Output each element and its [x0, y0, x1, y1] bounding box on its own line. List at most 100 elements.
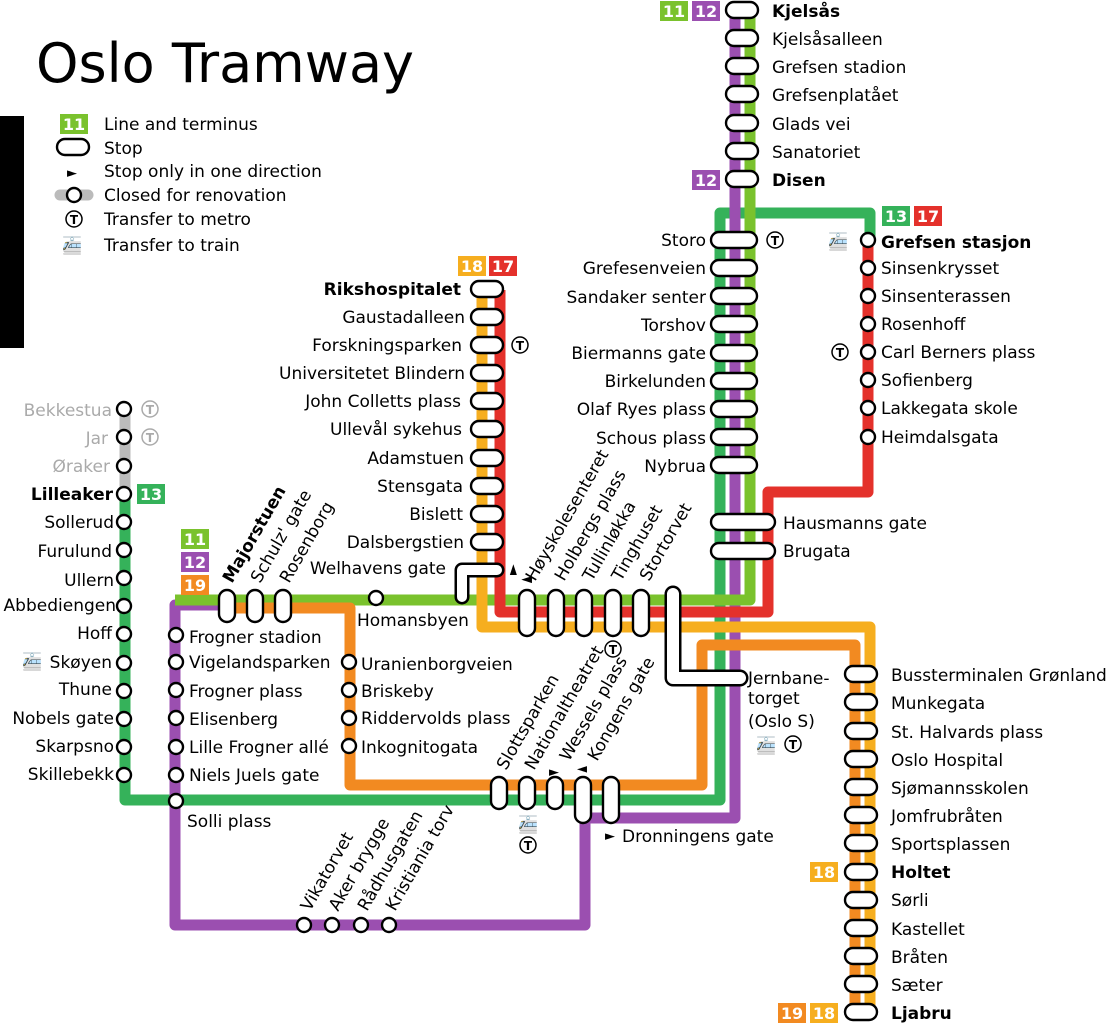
- stop-kjelsas[interactable]: [724, 0, 760, 20]
- stop-sanatoriet[interactable]: [724, 141, 760, 161]
- stop-kastellet[interactable]: [843, 918, 879, 938]
- stop-thune[interactable]: [115, 682, 133, 700]
- stop-lille-frogner[interactable]: [167, 738, 185, 756]
- stop-ullern[interactable]: [115, 569, 133, 587]
- stop-saeter[interactable]: [843, 974, 879, 994]
- stop-nobels[interactable]: [115, 710, 133, 728]
- stop-sportsplassen[interactable]: [843, 833, 879, 853]
- stop-storo[interactable]: [709, 230, 759, 250]
- stop-rahusgaten[interactable]: [352, 916, 370, 934]
- stop-lilleaker[interactable]: [115, 485, 133, 503]
- stop-carl-berners[interactable]: [859, 343, 877, 361]
- stop-frogner-stadion[interactable]: [167, 626, 185, 644]
- badge-majorstuen-12: [181, 552, 209, 572]
- stop-sinsenkrysset[interactable]: [859, 259, 877, 277]
- stop-briskeby[interactable]: [340, 681, 358, 699]
- label-forskningsparken: Forskningsparken: [312, 336, 462, 356]
- stop-sandaker[interactable]: [709, 286, 759, 306]
- stop-torshov[interactable]: [709, 314, 759, 334]
- stop-hausmanns[interactable]: [709, 512, 777, 532]
- stop-dalsbergstien[interactable]: [469, 532, 505, 552]
- stop-stortorvet[interactable]: [631, 588, 651, 638]
- stop-birkelunden[interactable]: [709, 371, 759, 391]
- stop-munkegata[interactable]: [843, 692, 879, 712]
- stop-vigelandsparken[interactable]: [167, 653, 185, 671]
- stop-rosenhoff[interactable]: [859, 315, 877, 333]
- label-hausmanns: Hausmanns gate: [783, 514, 927, 534]
- stop-nationaltheatret[interactable]: [517, 775, 537, 811]
- stop-st-halvards[interactable]: [843, 721, 879, 741]
- stop-rosenborg[interactable]: [273, 588, 293, 624]
- label-inkognitogata: Inkognitogata: [361, 738, 478, 758]
- stop-sollerud[interactable]: [115, 513, 133, 531]
- stop-solli[interactable]: [167, 792, 185, 810]
- stop-ljabru[interactable]: [843, 1002, 879, 1022]
- stop-vikatorvet[interactable]: [295, 916, 313, 934]
- stop-john-colletts[interactable]: [469, 391, 505, 411]
- stop-disen[interactable]: [724, 169, 760, 189]
- stop-braten[interactable]: [843, 946, 879, 966]
- stop-heimdalsgata[interactable]: [859, 428, 877, 446]
- stop-blindern[interactable]: [469, 363, 505, 383]
- stop-holtet[interactable]: [843, 862, 879, 882]
- stop-dronningens[interactable]: [601, 775, 621, 825]
- stop-majorstuen[interactable]: [217, 588, 237, 624]
- stop-hoyskolesenteret[interactable]: [517, 588, 537, 638]
- stop-nybrua[interactable]: [709, 455, 759, 475]
- stop-holbergs[interactable]: [546, 588, 566, 638]
- label-adamstuen: Adamstuen: [367, 449, 464, 469]
- metro-icon-bekkestua-letter: T: [146, 403, 155, 417]
- stop-elisenberg[interactable]: [167, 709, 185, 727]
- stop-kongens[interactable]: [573, 775, 593, 825]
- stop-schous[interactable]: [709, 427, 759, 447]
- stop-grefsenplataet[interactable]: [724, 84, 760, 104]
- stop-grefsen-stasjon[interactable]: [859, 231, 877, 249]
- stop-niels-juels[interactable]: [167, 766, 185, 784]
- stop-abbediengen[interactable]: [115, 597, 133, 615]
- stop-tullinlokka[interactable]: [574, 588, 594, 638]
- stop-bislett[interactable]: [469, 504, 505, 524]
- stop-brugata[interactable]: [709, 541, 777, 561]
- stop-sofienberg[interactable]: [859, 371, 877, 389]
- stop-sorli[interactable]: [843, 890, 879, 910]
- stop-jomfrubraten[interactable]: [843, 805, 879, 825]
- stop-bussterminalen[interactable]: [843, 664, 879, 684]
- stop-skoyen[interactable]: [115, 654, 133, 672]
- stop-olaf-ryes[interactable]: [709, 399, 759, 419]
- stop-sinsenterassen[interactable]: [859, 287, 877, 305]
- stop-schulz[interactable]: [245, 588, 265, 624]
- legend-oneway-icon: ►: [67, 166, 77, 181]
- stop-biermanns[interactable]: [709, 343, 759, 363]
- stop-stensgata[interactable]: [469, 476, 505, 496]
- stop-glads-vei[interactable]: [724, 113, 760, 133]
- stop-riddervolds[interactable]: [340, 709, 358, 727]
- stop-furulund[interactable]: [115, 541, 133, 559]
- stop-rikshospitalet[interactable]: [469, 279, 505, 299]
- stop-frogner-plass[interactable]: [167, 681, 185, 699]
- stop-bekkestua[interactable]: [115, 400, 133, 418]
- stop-oraker[interactable]: [115, 457, 133, 475]
- stop-skarpsno[interactable]: [115, 738, 133, 756]
- stop-oslo-hospital[interactable]: [843, 749, 879, 769]
- stop-lakkegata[interactable]: [859, 399, 877, 417]
- stop-skillebekk[interactable]: [115, 766, 133, 784]
- stop-adamstuen[interactable]: [469, 448, 505, 468]
- stop-sjomannsskolen[interactable]: [843, 777, 879, 797]
- label-heimdalsgata: Heimdalsgata: [881, 428, 999, 448]
- stop-aker-brygge[interactable]: [323, 916, 341, 934]
- stop-wessels[interactable]: [545, 775, 565, 811]
- stop-ulleval[interactable]: [469, 419, 505, 439]
- stop-grefsenveien[interactable]: [709, 258, 759, 278]
- stop-hoff[interactable]: [115, 625, 133, 643]
- stop-slottsparken[interactable]: [489, 775, 509, 811]
- stop-tinghuset[interactable]: [603, 588, 623, 638]
- stop-forskningsparken[interactable]: [469, 335, 505, 355]
- stop-uranienborgveien[interactable]: [340, 653, 358, 671]
- stop-gaustadalleen[interactable]: [469, 307, 505, 327]
- stop-kristiania-torv[interactable]: [380, 916, 398, 934]
- stop-kjelsasalleen[interactable]: [724, 28, 760, 48]
- stop-homansbyen[interactable]: [367, 589, 385, 607]
- stop-jar[interactable]: [115, 428, 133, 446]
- stop-inkognitogata[interactable]: [340, 737, 358, 755]
- stop-grefsen-stadion[interactable]: [724, 56, 760, 76]
